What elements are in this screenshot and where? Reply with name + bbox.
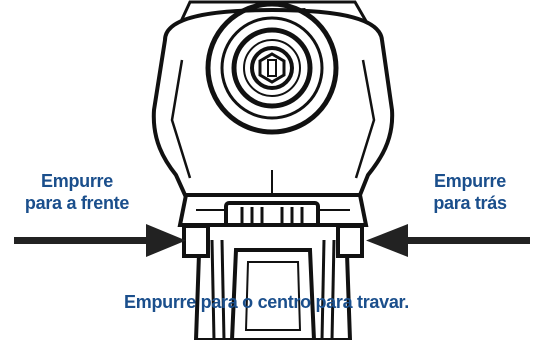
tool-selector-button-left — [182, 224, 210, 258]
push-center-lock-label: Empurre para o centro para travar. — [124, 292, 409, 312]
tool-anvil-inner-ring — [250, 46, 294, 90]
tool-anvil-outer-ring — [205, 1, 339, 135]
push-back-label: Empurre para trás — [420, 170, 520, 214]
tool-grip-body — [193, 223, 353, 340]
push-back-label-line1: Empurre — [434, 171, 506, 191]
tool-head-facet-right — [354, 59, 376, 179]
tool-trigger-outline — [229, 248, 317, 340]
push-forward-label-line1: Empurre — [41, 171, 113, 191]
push-back-label-line2: para trás — [433, 193, 507, 213]
arrow-right-icon — [14, 224, 186, 257]
tool-anvil-ring-3 — [231, 27, 313, 109]
push-forward-label: Empurre para a frente — [12, 170, 142, 214]
tool-anvil-ring-4 — [243, 39, 301, 97]
tool-trigger-inner — [244, 261, 302, 331]
push-forward-label-line2: para a frente — [24, 193, 130, 213]
tool-selector-button-right — [336, 224, 364, 258]
tool-head-facet-left — [170, 59, 192, 179]
arrow-left-icon — [366, 224, 530, 257]
tool-head-housing — [151, 7, 395, 197]
tool-anvil-mid-ring — [220, 16, 324, 120]
tool-grip-lines — [210, 239, 336, 340]
tool-hex-slot — [267, 59, 277, 77]
